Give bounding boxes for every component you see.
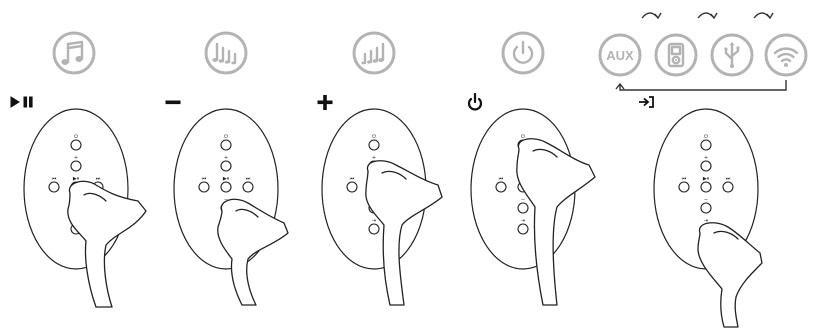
notes-descending-icon [206, 33, 246, 73]
remote-volume-down [174, 109, 288, 305]
hand [218, 199, 288, 305]
arrowhead-1 [655, 13, 661, 18]
wifi-icon [766, 35, 806, 75]
hand [698, 223, 762, 327]
remote-source [654, 109, 762, 327]
remote-volume-up [322, 109, 442, 305]
power-label [469, 94, 481, 109]
aux-label: AUX [606, 48, 634, 63]
play-pause-label [11, 97, 32, 107]
notes-ascending-icon [354, 33, 394, 73]
remote-play-pause [24, 109, 146, 307]
source-label [639, 97, 653, 107]
source-chain: AUX [600, 13, 806, 90]
return-arrow [620, 80, 786, 90]
music-note-icon [54, 33, 94, 73]
volume-down-label [166, 101, 180, 104]
power-icon [503, 33, 543, 73]
aux-icon: AUX [600, 35, 640, 75]
ipod-icon [656, 35, 696, 75]
volume-up-label [318, 96, 332, 110]
remote-power [471, 109, 595, 305]
usb-icon [712, 35, 752, 75]
cycle-arrows [616, 13, 786, 90]
